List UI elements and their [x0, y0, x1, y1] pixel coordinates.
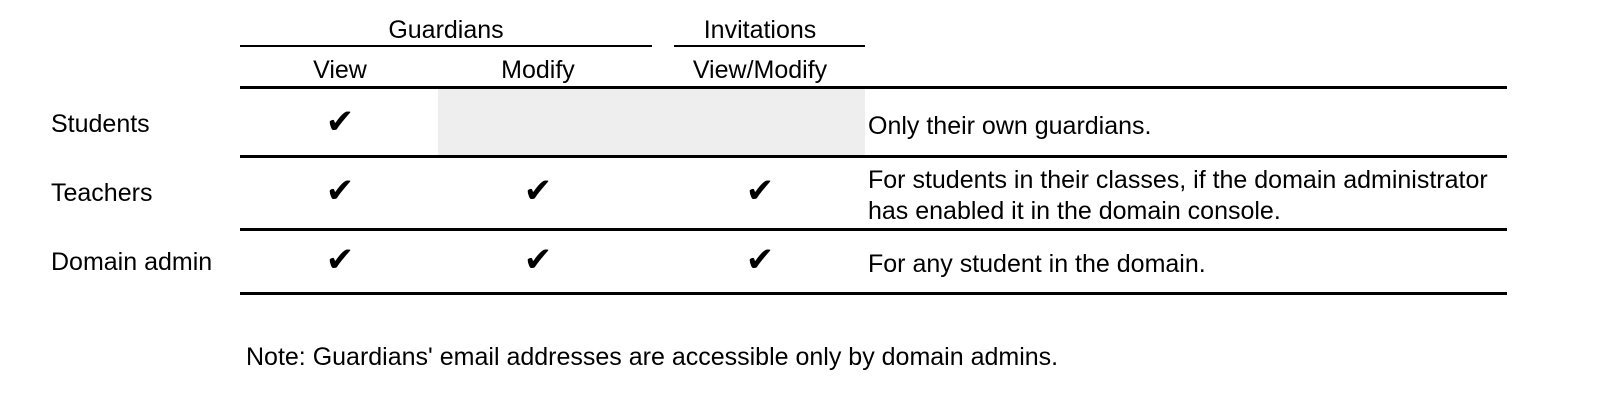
check-domain-admin-invitations-view-modify: ✔ [745, 240, 775, 280]
description-domain-admin: For any student in the domain. [868, 250, 1206, 278]
check-domain-admin-guardians-view: ✔ [325, 240, 355, 280]
row-label-teachers: Teachers [51, 179, 153, 207]
group-rule-guardians [240, 45, 652, 47]
check-students-guardians-view: ✔ [325, 102, 355, 142]
column-header-modify: Modify [501, 56, 575, 84]
column-header-view: View [313, 56, 367, 84]
row-label-domain-admin: Domain admin [51, 248, 213, 276]
footnote-note: Note: Guardians' email addresses are acc… [246, 343, 1059, 371]
group-rule-invitations [674, 45, 865, 47]
table-top-rule [240, 86, 1507, 89]
description-students: Only their own guardians. [868, 112, 1152, 140]
check-teachers-guardians-view: ✔ [325, 171, 355, 211]
row-rule-after-students [240, 155, 1507, 158]
check-teachers-guardians-modify: ✔ [523, 171, 553, 211]
description-teachers: For students in their classes, if the do… [868, 166, 1488, 225]
group-header-invitations: Invitations [703, 16, 817, 44]
check-domain-admin-guardians-modify: ✔ [523, 240, 553, 280]
row-label-students: Students [51, 110, 150, 138]
check-teachers-invitations-view-modify: ✔ [745, 171, 775, 211]
table-bottom-rule [240, 292, 1507, 295]
row-rule-after-teachers [240, 228, 1507, 231]
column-header-view-modify: View/Modify [692, 56, 828, 84]
group-header-guardians: Guardians [388, 16, 504, 44]
shaded-cell-students-modify-and-invitations [438, 89, 865, 155]
